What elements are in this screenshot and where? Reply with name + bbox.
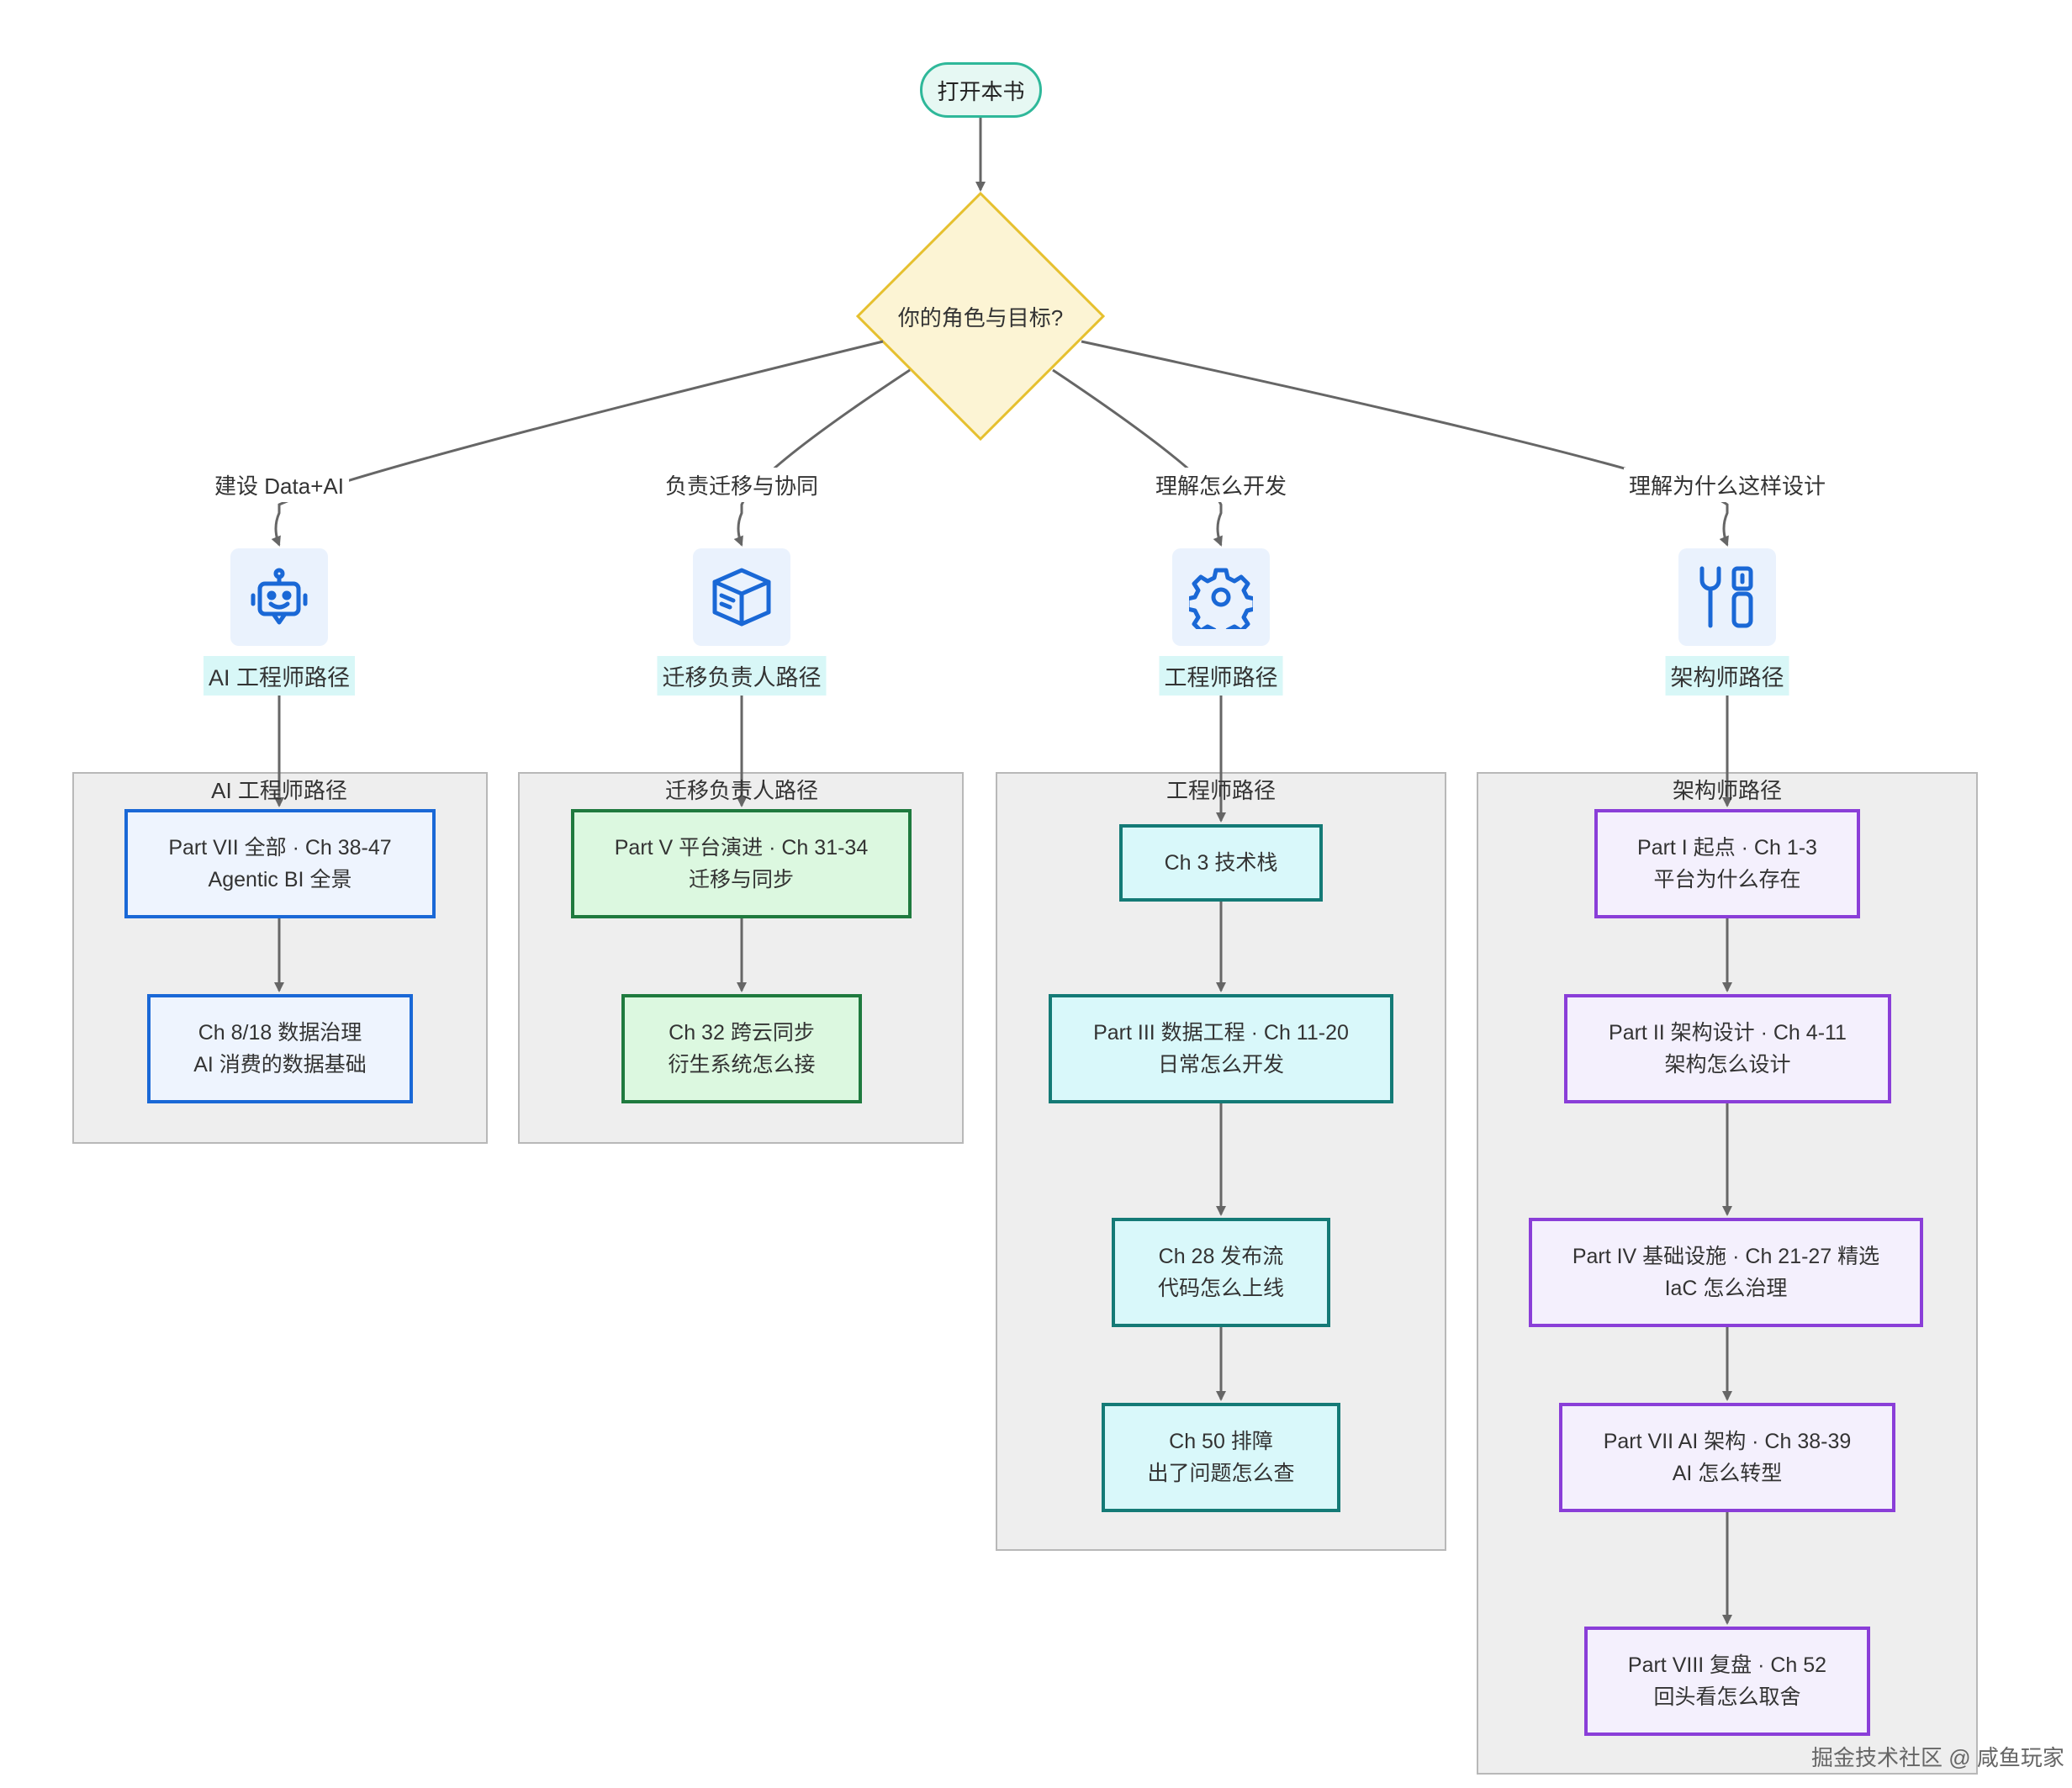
package-icon-glyph	[712, 568, 771, 627]
edge-decision-to-branch-2	[733, 368, 911, 547]
cluster-title-4: 架构师路径	[1672, 778, 1783, 803]
cluster-title-3: 工程师路径	[1166, 778, 1276, 803]
watermark: 掘金技术社区 @ 咸鱼玩家	[1811, 1745, 2064, 1770]
step-title: Ch 8/18 数据治理	[198, 1021, 362, 1045]
step-subtitle: 衍生系统怎么接	[668, 1053, 816, 1077]
step-title: Part VII 全部 · Ch 38-47	[168, 836, 392, 860]
step-subtitle: 出了问题怎么查	[1147, 1462, 1295, 1485]
edge-decision-to-branch-4	[1081, 340, 1729, 547]
step-subtitle: 架构怎么设计	[1664, 1053, 1791, 1077]
step-node-2-1: Part V 平台演进 · Ch 31-34 迁移与同步	[571, 809, 912, 918]
edge-label-4: 理解为什么这样设计	[1623, 468, 1832, 502]
step-title: Part III 数据工程 · Ch 11-20	[1093, 1021, 1349, 1045]
package-icon	[693, 548, 790, 646]
step-title: Ch 50 排障	[1169, 1430, 1273, 1453]
edge-label-2: 负责迁移与协同	[659, 468, 824, 502]
step-node-4-1: Part I 起点 · Ch 1-3 平台为什么存在	[1594, 809, 1860, 918]
step-subtitle: AI 消费的数据基础	[193, 1053, 367, 1077]
step-subtitle: IaC 怎么治理	[1664, 1277, 1788, 1300]
step-title: Part II 架构设计 · Ch 4-11	[1609, 1021, 1847, 1045]
step-subtitle: 迁移与同步	[688, 868, 794, 891]
gear-icon	[1172, 548, 1270, 646]
decision-diamond	[855, 191, 1106, 442]
step-node-2-2: Ch 32 跨云同步衍生系统怎么接	[621, 994, 862, 1103]
path-label-2: 迁移负责人路径	[657, 656, 827, 696]
step-title: Part IV 基础设施 · Ch 21-27 精选	[1572, 1245, 1880, 1268]
step-node-3-2: Part III 数据工程 · Ch 11-20 日常怎么开发	[1049, 994, 1393, 1103]
step-node-3-4: Ch 50 排障出了问题怎么查	[1102, 1403, 1340, 1512]
tools-icon-glyph	[1699, 566, 1753, 628]
robot-icon	[230, 548, 328, 646]
step-subtitle: 平台为什么存在	[1653, 868, 1801, 891]
step-title: Ch 32 跨云同步	[669, 1021, 815, 1045]
step-subtitle: 回头看怎么取舍	[1653, 1685, 1801, 1709]
step-title: Ch 3 技术栈	[1164, 851, 1278, 875]
step-node-4-2: Part II 架构设计 · Ch 4-11 架构怎么设计	[1564, 994, 1891, 1103]
step-node-4-4: Part VII AI 架构 · Ch 38-39 AI 怎么转型	[1559, 1403, 1895, 1512]
step-node-3-3: Ch 28 发布流代码怎么上线	[1112, 1218, 1330, 1327]
edge-decision-to-branch-3	[1052, 368, 1223, 547]
step-title: Part VII AI 架构 · Ch 38-39	[1603, 1430, 1852, 1453]
path-label-3: 工程师路径	[1159, 656, 1283, 696]
step-node-4-3: Part IV 基础设施 · Ch 21-27 精选 IaC 怎么治理	[1529, 1218, 1923, 1327]
edge-label-3: 理解怎么开发	[1150, 468, 1292, 502]
step-subtitle: AI 怎么转型	[1672, 1462, 1783, 1485]
step-subtitle: 代码怎么上线	[1157, 1277, 1284, 1300]
step-title: Part VIII 复盘 · Ch 52	[1627, 1653, 1827, 1677]
step-subtitle: 日常怎么开发	[1157, 1053, 1284, 1077]
step-title: Part V 平台演进 · Ch 31-34	[614, 836, 869, 860]
step-title: Part I 起点 · Ch 1-3	[1637, 836, 1817, 860]
edge-label-1: 建设 Data+AI	[209, 468, 349, 502]
step-node-1-2: Ch 8/18 数据治理 AI 消费的数据基础	[147, 994, 413, 1103]
step-node-4-5: Part VIII 复盘 · Ch 52 回头看怎么取舍	[1584, 1627, 1870, 1736]
cluster-title-1: AI 工程师路径	[211, 778, 347, 803]
gear-icon-glyph	[1189, 568, 1253, 629]
start-node: 打开本书	[920, 62, 1042, 118]
robot-icon-glyph	[251, 568, 308, 625]
step-node-3-1: Ch 3 技术栈	[1119, 824, 1323, 902]
step-subtitle: Agentic BI 全景	[208, 868, 352, 891]
edge-decision-to-branch-1	[271, 340, 884, 547]
tools-icon	[1678, 548, 1776, 646]
path-label-1: AI 工程师路径	[203, 656, 356, 696]
decision-node: 你的角色与目标?	[897, 304, 1064, 331]
path-label-4: 架构师路径	[1665, 656, 1789, 696]
cluster-title-2: 迁移负责人路径	[664, 778, 819, 803]
step-title: Ch 28 发布流	[1158, 1245, 1284, 1268]
